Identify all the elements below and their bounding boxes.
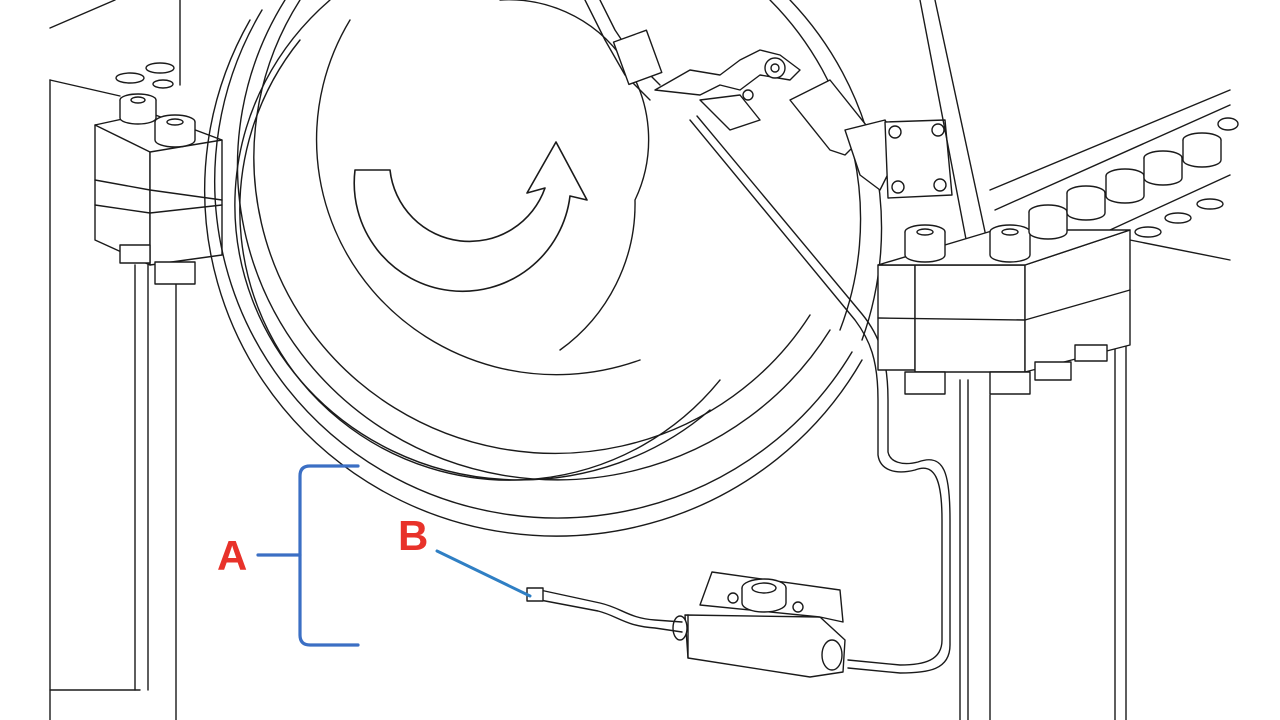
callout-label-a: A: [217, 532, 248, 579]
square-flange: [884, 119, 953, 199]
callout-label-b: B: [398, 512, 429, 559]
rotating-drum: [204, 0, 883, 537]
probe-cable: [526, 587, 683, 633]
leader-line-b: [435, 549, 532, 598]
left-frame: [49, 0, 181, 720]
sensor-arm: [584, 0, 924, 191]
right-frame: [919, 0, 1231, 720]
right-bolts: [904, 117, 1239, 263]
clockwise-rotation-arrow-icon: [353, 141, 588, 293]
left-bolts: [115, 62, 196, 148]
bracket-a: [298, 464, 360, 647]
junction-box: [672, 571, 846, 678]
